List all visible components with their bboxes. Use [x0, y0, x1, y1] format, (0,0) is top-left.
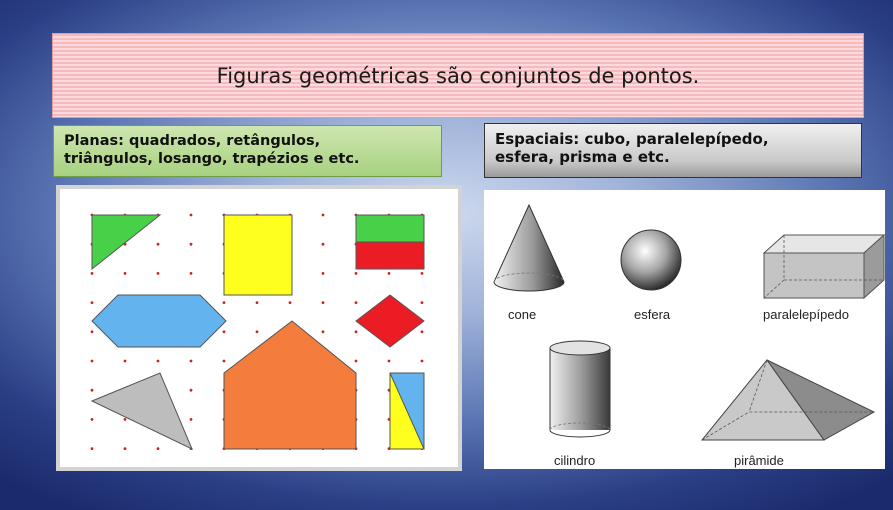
grid-dot: [90, 418, 94, 421]
grid-dot: [90, 301, 94, 304]
grid-dot: [354, 272, 358, 275]
grid-dot: [222, 359, 226, 363]
grid-dot: [123, 272, 127, 275]
grid-dot: [420, 330, 424, 334]
esfera-label: esfera: [634, 307, 671, 322]
grid-dot: [123, 359, 127, 363]
grid-dot: [90, 272, 94, 275]
espaciais-line-1: Espaciais: cubo, paralelepípedo,: [495, 130, 769, 148]
grid-dot: [222, 301, 226, 304]
sphere-icon: [620, 229, 682, 291]
orange-pentagon: [223, 320, 357, 450]
grid-dot: [288, 301, 292, 304]
pyramid-icon: [700, 359, 876, 441]
planas-line-2: triângulos, losango, trapézios e etc.: [64, 151, 360, 167]
grid-dot: [420, 359, 424, 363]
red-diamond: [355, 294, 425, 348]
grid-dot: [90, 330, 94, 334]
cone-icon: [493, 203, 565, 292]
grid-dot: [156, 447, 160, 450]
grid-dot: [354, 359, 358, 363]
grid-dot: [156, 242, 160, 246]
yellow-triangle: [389, 372, 425, 450]
espaciais-line-2: esfera, prisma e etc.: [495, 148, 670, 166]
grid-dot: [189, 388, 193, 392]
cylinder-icon: [549, 340, 611, 438]
grid-dot: [387, 272, 391, 275]
grid-dot: [156, 359, 160, 363]
grid-dot: [222, 330, 226, 334]
grid-dot: [156, 272, 160, 275]
grid-dot: [90, 388, 94, 392]
grid-dot: [189, 418, 193, 421]
grid-dot: [189, 213, 193, 217]
yellow-rectangle: [223, 214, 293, 296]
grid-dot: [90, 359, 94, 363]
planas-line-1: Planas: quadrados, retângulos,: [64, 133, 321, 149]
blue-hexagon: [91, 294, 227, 348]
grid-dot: [354, 301, 358, 304]
cone-label: cone: [508, 307, 536, 322]
grid-dot: [321, 272, 325, 275]
solid-figures-panel: cone esfera paralelepípedo cilindro: [484, 190, 885, 469]
grid-dot: [387, 359, 391, 363]
grid-dot: [123, 418, 127, 421]
grid-dot: [189, 272, 193, 275]
piramide-label: pirâmide: [734, 453, 784, 468]
grid-dot: [420, 301, 424, 304]
green-rectangle: [355, 214, 425, 243]
grid-dot: [420, 272, 424, 275]
cuboid-icon: [762, 233, 885, 300]
gray-triangle: [90, 372, 193, 451]
grid-dot: [255, 330, 259, 334]
red-rectangle: [355, 241, 425, 270]
slide-title: Figuras geométricas são conjuntos de pon…: [216, 63, 700, 88]
plane-figures-panel: [56, 185, 462, 471]
espaciais-box: Espaciais: cubo, paralelepípedo, esfera,…: [484, 123, 862, 178]
grid-dot: [321, 330, 325, 334]
grid-dot: [123, 447, 127, 450]
solids-drawing: cone esfera paralelepípedo cilindro: [493, 203, 885, 468]
grid-dot: [354, 330, 358, 334]
green-triangle: [91, 214, 162, 271]
dot-grid-figures: [90, 213, 425, 451]
grid-dot: [321, 213, 325, 217]
grid-dot: [321, 242, 325, 246]
title-banner: Figuras geométricas são conjuntos de pon…: [52, 33, 864, 118]
grid-dot: [90, 447, 94, 450]
paralelepipedo-label: paralelepípedo: [763, 307, 849, 322]
grid-dot: [189, 359, 193, 363]
cilindro-label: cilindro: [554, 453, 595, 468]
grid-dot: [321, 301, 325, 304]
grid-dot: [189, 242, 193, 246]
grid-dot: [255, 301, 259, 304]
planas-box: Planas: quadrados, retângulos, triângulo…: [53, 125, 442, 177]
